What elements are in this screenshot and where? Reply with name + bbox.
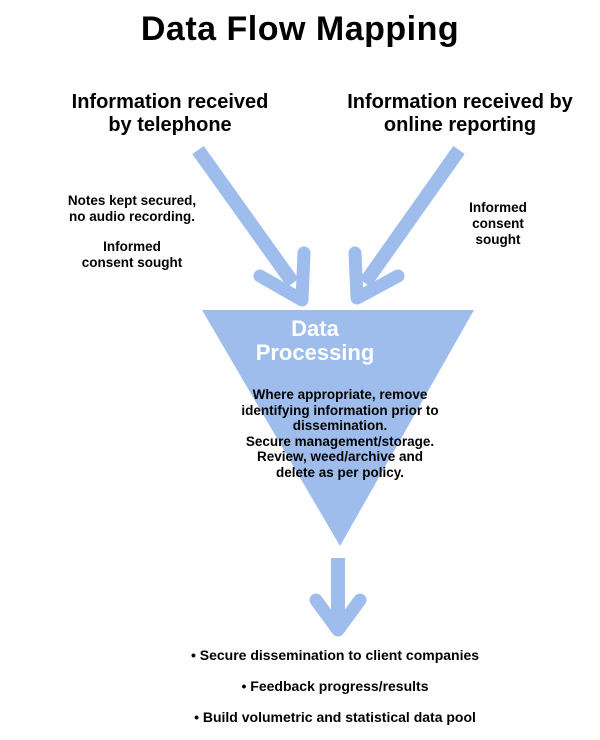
online-arrow-shaft bbox=[359, 145, 465, 288]
source-online-line2: online reporting bbox=[383, 114, 537, 136]
source-online: Information received by online reporting bbox=[320, 91, 600, 137]
processing-line: dissemination. bbox=[292, 418, 388, 433]
processing-funnel bbox=[202, 310, 474, 546]
online-note: consent bbox=[472, 216, 524, 231]
telephone-note: Informed bbox=[103, 239, 161, 254]
output-arrow-shaft bbox=[331, 558, 345, 620]
online-note: Informed bbox=[469, 200, 527, 215]
online-notes: Informed consent sought bbox=[438, 200, 558, 248]
page-title: Data Flow Mapping bbox=[140, 10, 460, 48]
processing-line: Where appropriate, remove bbox=[252, 387, 428, 402]
telephone-note: Notes kept secured, bbox=[67, 193, 197, 208]
output-item: • Build volumetric and statistical data … bbox=[194, 709, 476, 725]
telephone-notes: Notes kept secured, no audio recording. … bbox=[22, 193, 242, 271]
online-note: sought bbox=[475, 232, 521, 247]
processing-line: identifying information prior to bbox=[241, 402, 439, 418]
output-item: • Secure dissemination to client compani… bbox=[190, 647, 480, 663]
processing-title: Data Processing bbox=[150, 317, 480, 365]
processing-title-line2: Processing bbox=[255, 340, 375, 365]
processing-line: Secure management/storage. bbox=[245, 433, 435, 449]
online-arrow-head bbox=[348, 246, 405, 305]
telephone-arrow-shaft bbox=[192, 145, 299, 288]
telephone-note-spacer bbox=[22, 225, 242, 239]
source-telephone-line2: by telephone bbox=[108, 114, 232, 136]
outputs-list: • Secure dissemination to client compani… bbox=[0, 646, 600, 739]
source-telephone: Information received by telephone bbox=[30, 91, 310, 137]
telephone-arrow-head bbox=[253, 246, 311, 307]
output-item: • Feedback progress/results bbox=[241, 678, 429, 694]
processing-line: Review, weed/archive and bbox=[256, 449, 424, 464]
processing-title-line1: Data bbox=[291, 316, 339, 341]
processing-line: delete as per policy. bbox=[275, 464, 405, 480]
output-arrow-head bbox=[309, 593, 367, 637]
telephone-note: no audio recording. bbox=[68, 209, 195, 224]
source-online-line1: Information received by bbox=[347, 91, 573, 113]
processing-description: Where appropriate, remove identifying in… bbox=[190, 387, 490, 480]
telephone-note: consent sought bbox=[81, 255, 183, 270]
source-telephone-line1: Information received bbox=[71, 91, 269, 113]
